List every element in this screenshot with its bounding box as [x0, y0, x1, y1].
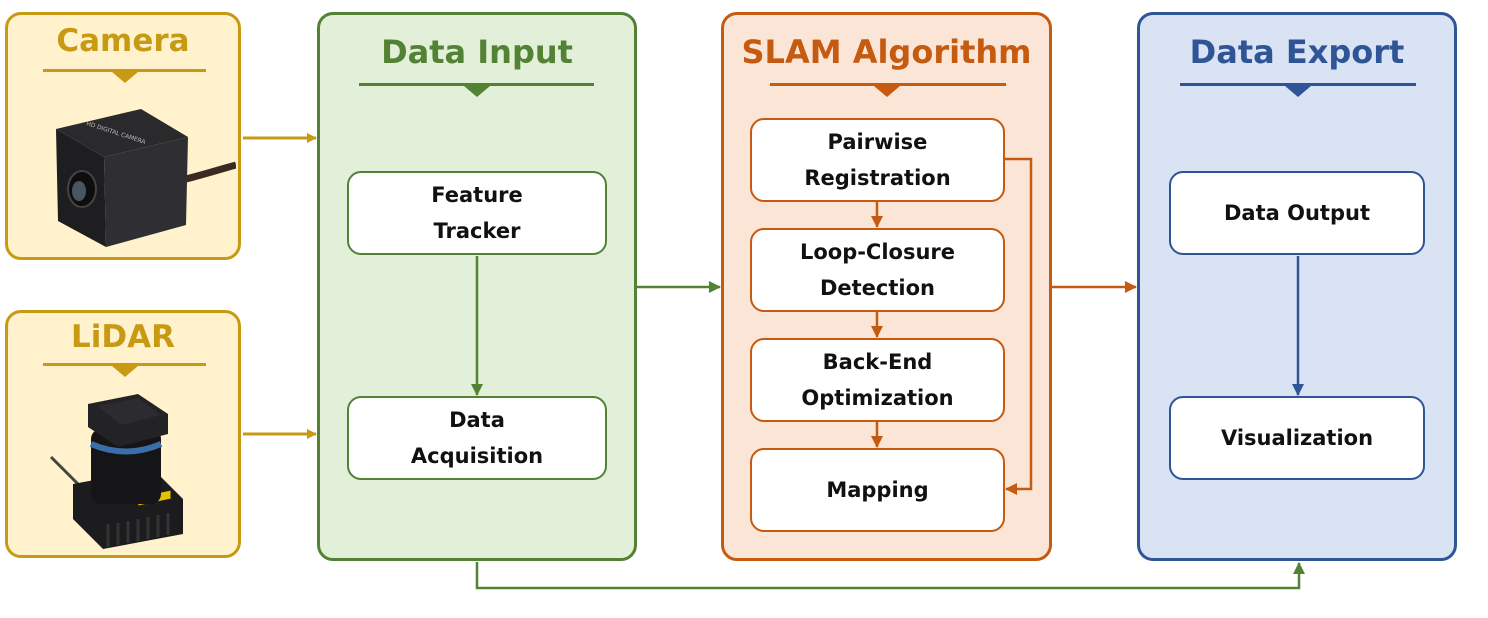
slam-title-rule	[770, 83, 1006, 86]
lidar-image	[49, 394, 183, 549]
data-input-title-notch	[464, 86, 490, 97]
node-loop-closure-detection[interactable]: Loop-Closure Detection	[750, 228, 1005, 312]
node-mapping[interactable]: Mapping	[750, 448, 1005, 532]
node-feature-tracker[interactable]: Feature Tracker	[347, 171, 607, 255]
slam-title: SLAM Algorithm	[741, 33, 1032, 71]
node-data-output[interactable]: Data Output	[1169, 171, 1425, 255]
data-export-title-rule	[1180, 83, 1416, 86]
slam-title-notch	[874, 86, 900, 97]
camera-title-notch	[112, 72, 138, 83]
node-back-end-optimization[interactable]: Back-End Optimization	[750, 338, 1005, 422]
camera-image: HD DIGITAL CAMERA	[56, 109, 236, 247]
data-input-title-rule	[359, 83, 594, 86]
lidar-title-notch	[112, 366, 138, 377]
arrow-input-to-export-bottom	[475, 562, 1305, 590]
camera-title: Camera	[56, 23, 190, 59]
lidar-panel: LiDAR	[5, 310, 241, 558]
node-pairwise-registration[interactable]: Pairwise Registration	[750, 118, 1005, 202]
camera-title-rule	[43, 69, 206, 72]
data-export-title: Data Export	[1189, 33, 1405, 71]
data-export-title-notch	[1285, 86, 1311, 97]
data-input-title: Data Input	[381, 33, 573, 71]
camera-panel: Camera HD DIGITAL CAMERA	[5, 12, 241, 260]
node-data-acquisition[interactable]: Data Acquisition	[347, 396, 607, 480]
node-visualization[interactable]: Visualization	[1169, 396, 1425, 480]
lidar-title: LiDAR	[71, 319, 175, 355]
lidar-title-rule	[43, 363, 206, 366]
